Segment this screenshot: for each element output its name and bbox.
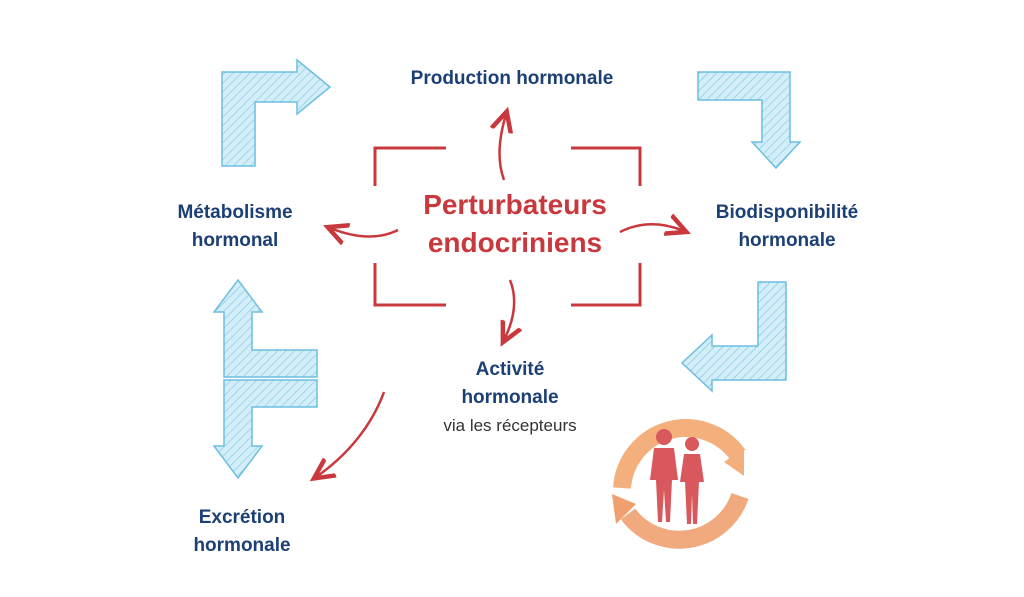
node-biodisponibilite: Biodisponibilité hormonale <box>692 199 882 255</box>
cycle-arrow-left-up <box>212 278 318 378</box>
cycle-arrow-left-down <box>212 379 318 480</box>
center-frame <box>373 146 642 307</box>
arrow-to-production <box>500 114 506 181</box>
node-metabolisme: Métabolisme hormonal <box>150 199 320 255</box>
cycle-arrow-top-left <box>221 58 332 167</box>
center-title-line2: endocriniens <box>427 227 603 258</box>
center-title: Perturbateurs endocriniens <box>395 186 635 262</box>
influence-arrows <box>316 114 684 477</box>
node-biodisponibilite-line2: hormonale <box>738 230 836 251</box>
cycle-ring-top <box>613 419 746 489</box>
node-excretion: Excrétion hormonale <box>162 504 322 560</box>
node-metabolisme-line1: Métabolisme <box>177 202 293 223</box>
arrow-to-activite <box>504 279 514 340</box>
center-title-line1: Perturbateurs <box>423 189 607 220</box>
node-activite: Activité hormonale via les récepteurs <box>425 356 595 440</box>
arrow-to-metabolisme <box>330 228 399 237</box>
cycle-arrow-bottom-right <box>680 281 787 393</box>
node-activite-sub: via les récepteurs <box>443 416 577 435</box>
node-metabolisme-line2: hormonal <box>191 230 279 251</box>
cycle-arrow-top-right <box>697 71 802 170</box>
node-excretion-line2: hormonale <box>193 535 291 556</box>
node-biodisponibilite-line1: Biodisponibilité <box>715 202 859 223</box>
arrow-to-biodisponibilite <box>619 224 684 232</box>
node-production-line1: Production hormonale <box>410 68 614 89</box>
node-excretion-line1: Excrétion <box>198 507 286 528</box>
human-figures-icon <box>650 429 704 524</box>
human-cycle-icon <box>612 419 749 549</box>
node-production: Production hormonale <box>382 65 642 93</box>
node-activite-line1: Activité <box>475 359 545 380</box>
arrow-to-excretion <box>316 391 386 477</box>
node-activite-line2: hormonale <box>461 387 559 408</box>
cycle-ring-bottom <box>620 492 749 549</box>
